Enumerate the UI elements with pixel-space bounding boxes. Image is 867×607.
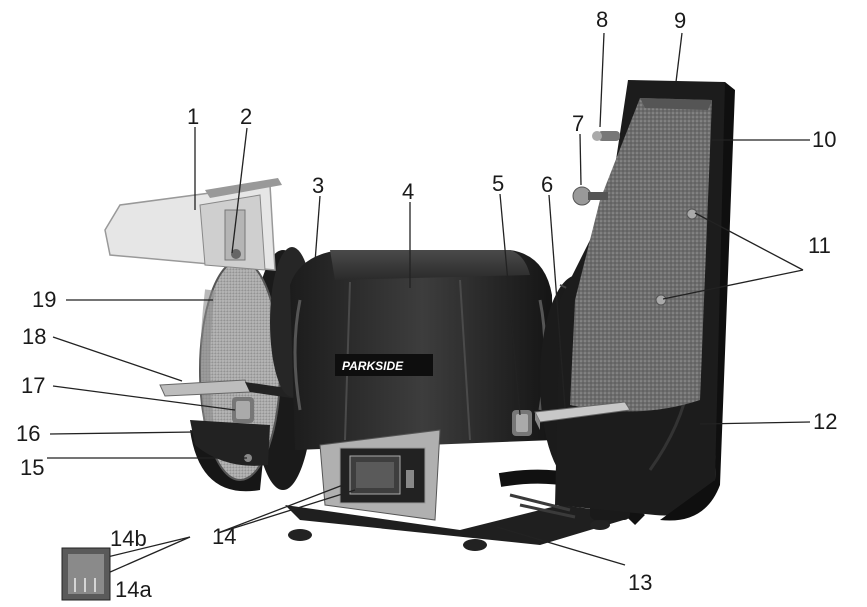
callout-5: 5 (492, 171, 505, 196)
callout-8: 8 (596, 7, 609, 32)
callout-14a: 14a (115, 577, 152, 602)
callout-19: 19 (32, 287, 57, 312)
switch-inset (61, 547, 111, 601)
callout-2: 2 (240, 104, 253, 129)
callout-6: 6 (541, 172, 554, 197)
switch-housing (319, 429, 441, 521)
belt-tool-rest (534, 401, 631, 430)
callout-3: 3 (312, 173, 325, 198)
eye-shield (104, 178, 282, 271)
callout-14: 14 (212, 524, 237, 549)
brand-logo: PARKSIDE (342, 359, 404, 373)
right-adjust-knob (512, 410, 532, 436)
callout-4: 4 (402, 179, 415, 204)
callout-15: 15 (20, 455, 45, 480)
leader-lines (47, 32, 811, 581)
callout-7: 7 (572, 111, 585, 136)
callout-17: 17 (21, 373, 46, 398)
callout-16: 16 (16, 421, 41, 446)
callout-1: 1 (187, 104, 200, 129)
callout-11: 11 (808, 233, 831, 258)
callout-18: 18 (22, 324, 47, 349)
motor-housing: PARKSIDE (290, 250, 555, 450)
callout-10: 10 (812, 127, 837, 152)
callout-14b: 14b (110, 526, 147, 551)
belt-hardware (572, 131, 698, 306)
left-adjust-knob (232, 397, 254, 423)
left-lower-guard (190, 420, 270, 466)
base (285, 505, 640, 551)
callout-13: 13 (628, 570, 653, 595)
callout-9: 9 (674, 8, 687, 33)
callout-12: 12 (813, 409, 838, 434)
sanding-belt (570, 98, 712, 412)
